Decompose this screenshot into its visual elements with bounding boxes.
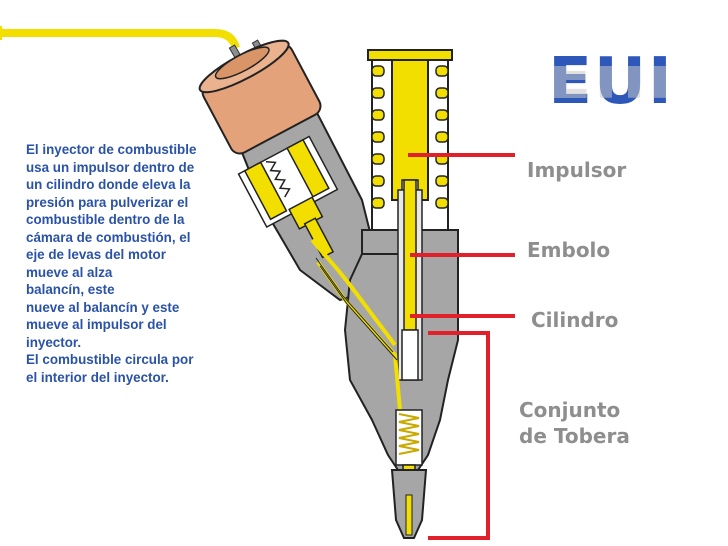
title-reflection: EUI — [548, 66, 674, 108]
page-title: EUI — [548, 45, 674, 119]
fuel-passages — [310, 238, 402, 411]
solenoid-cap — [198, 39, 322, 155]
label-tobera-line2: de Tobera — [519, 424, 630, 448]
return-spring — [371, 65, 449, 209]
description-text: El inyector de combustible usa un impuls… — [26, 142, 197, 385]
leader-lines — [408, 153, 515, 540]
leader-tobera — [428, 331, 490, 540]
fuel-wire — [0, 29, 240, 50]
solenoid-internals — [237, 135, 339, 259]
label-tobera-line1: Conjunto — [519, 398, 621, 422]
label-embolo: Embolo — [527, 238, 611, 262]
plunger-barrel — [397, 179, 423, 381]
label-impulsor: Impulsor — [527, 158, 627, 182]
tappet-impulsor — [367, 49, 453, 203]
label-conjunto-tobera: Conjunto de Tobera — [519, 397, 630, 449]
label-cilindro: Cilindro — [531, 308, 619, 332]
